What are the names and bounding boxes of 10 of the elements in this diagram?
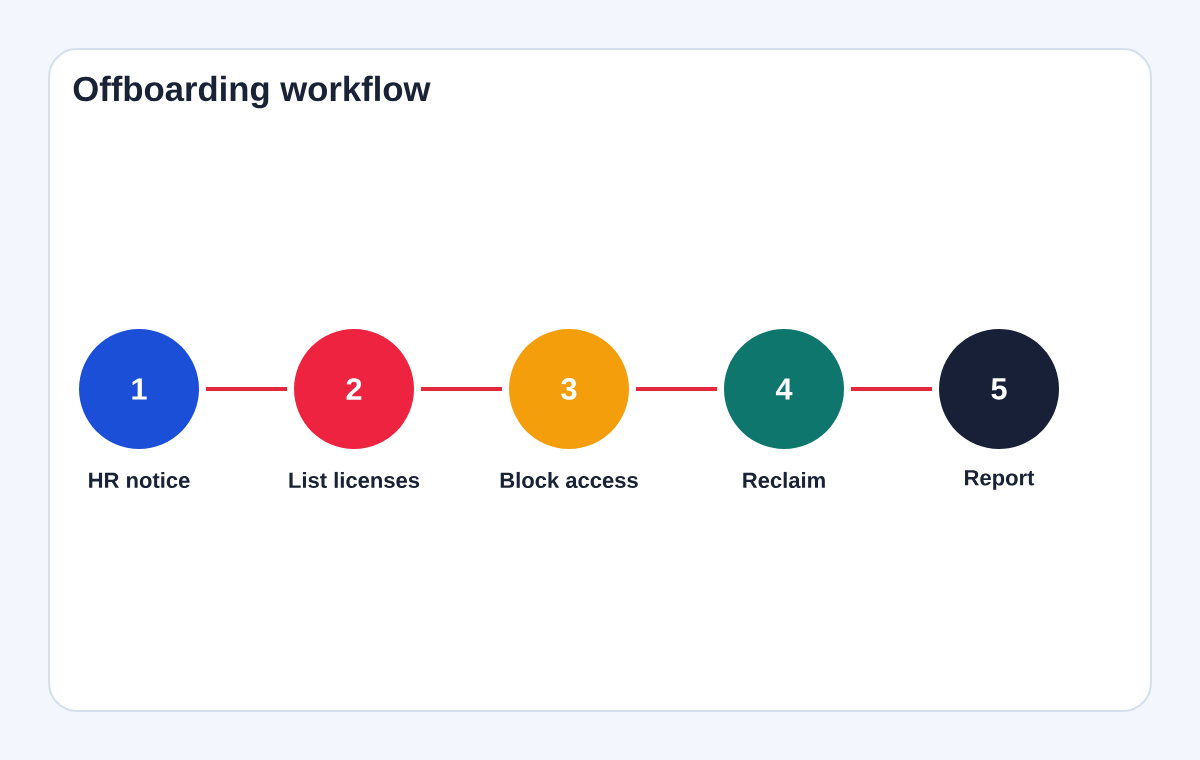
step-label: Report — [965, 470, 1035, 490]
step-label: Reclaim — [743, 471, 825, 489]
connector-line — [420, 387, 503, 391]
connector-line — [850, 387, 933, 391]
connector-line — [635, 387, 718, 391]
step-label: List licenses — [289, 471, 420, 489]
title: Offboarding workflow — [73, 75, 431, 109]
step-label: Block access — [500, 471, 638, 489]
connector-line — [205, 387, 288, 391]
step-label: HR notice — [89, 471, 190, 489]
